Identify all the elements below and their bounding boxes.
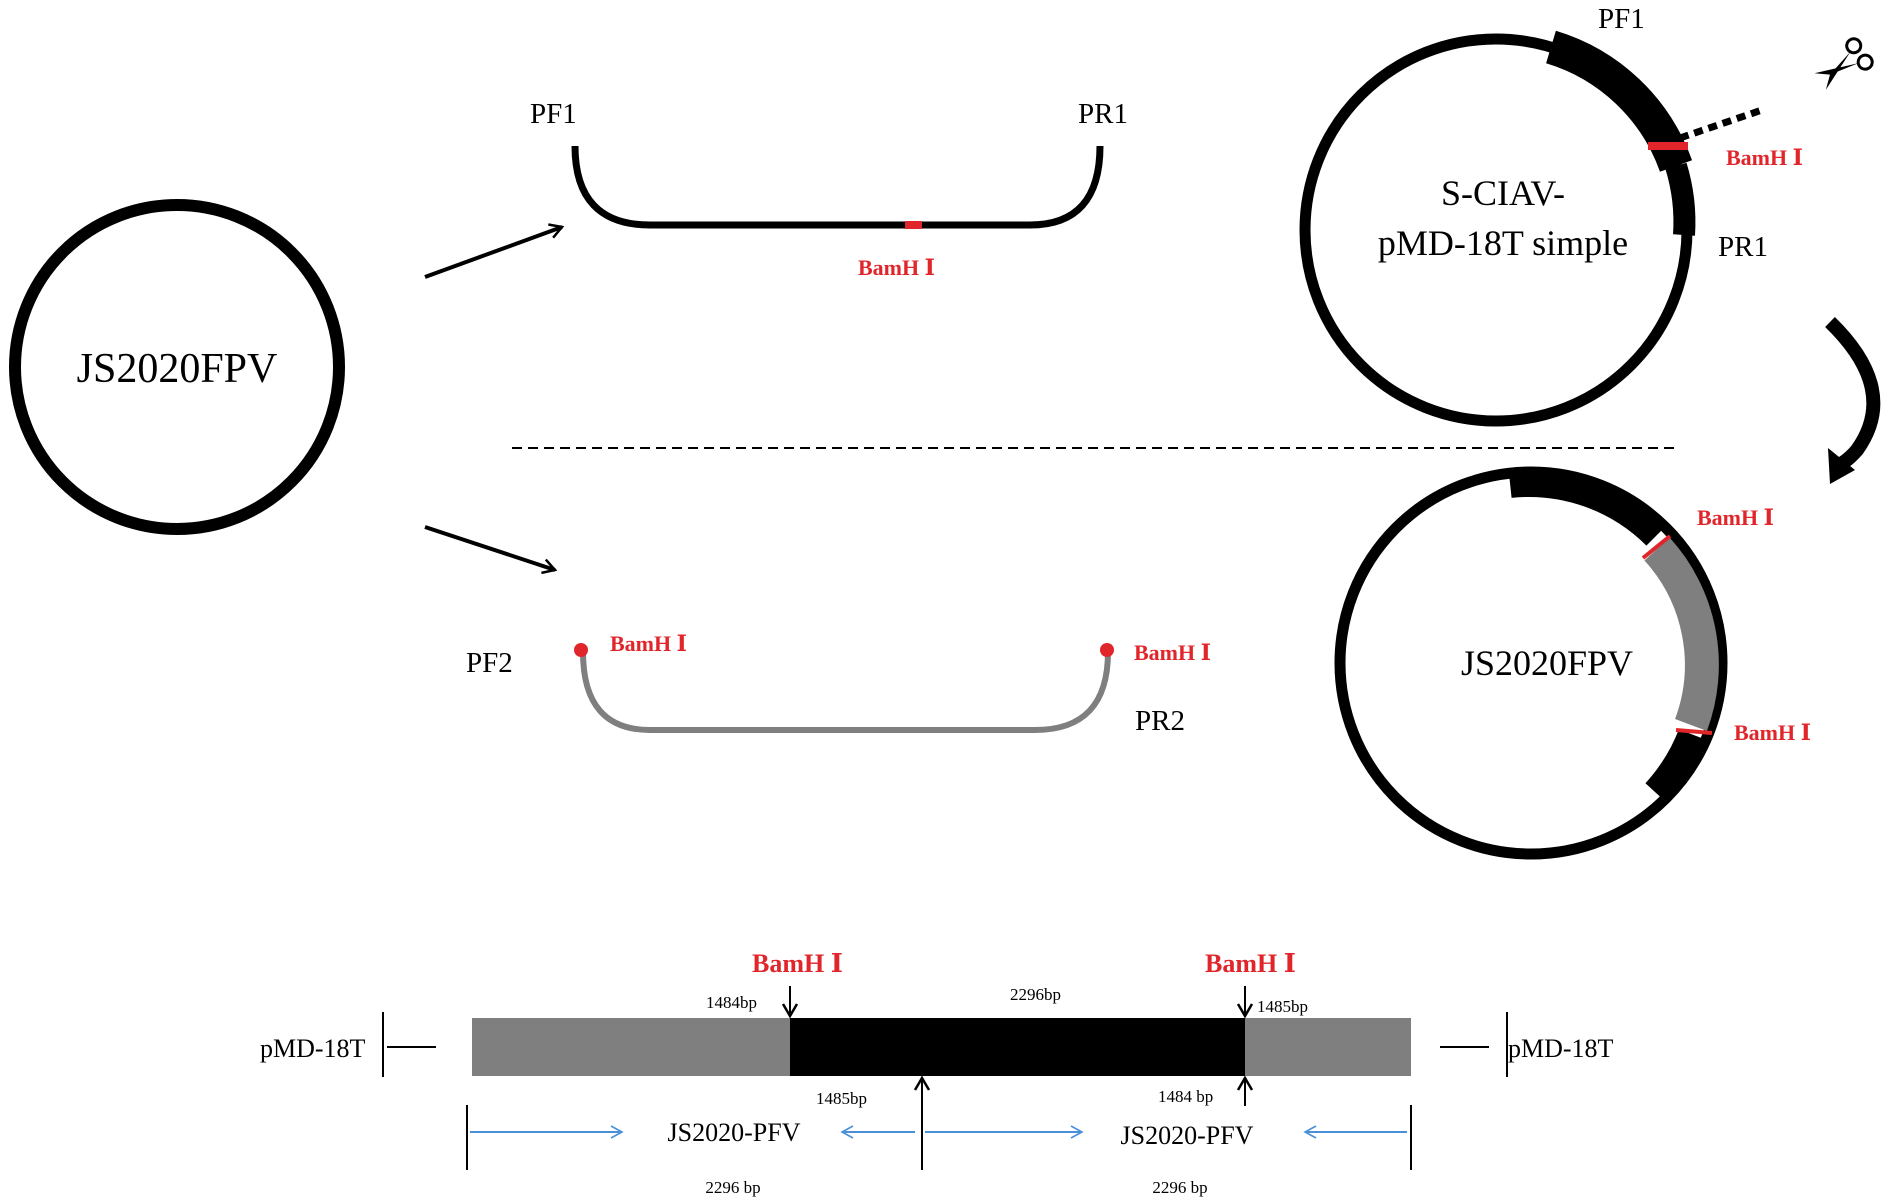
map-vector-right-label: pMD-18T	[1508, 1034, 1614, 1063]
plasmid2-bottom-site: BamH Ⅰ	[1734, 720, 1811, 745]
plasmid1-site-label: BamH Ⅰ	[1726, 145, 1803, 170]
virus-genome-circle	[9, 199, 345, 535]
bottom-fragment-left-primer: PF2	[466, 647, 513, 679]
plasmid2-bamhi-top	[1641, 534, 1672, 560]
map-site-left-label: BamH Ⅰ	[752, 949, 843, 978]
plasmid1-insert-arc-lower	[1665, 162, 1696, 236]
map-pos-top-mid: 2296bp	[1010, 985, 1061, 1004]
bottom-fragment-left-end	[574, 643, 588, 657]
arrow-to-top-fragment	[424, 223, 565, 279]
bottom-fragment-right-end	[1100, 643, 1114, 657]
map-length-left: 2296 bp	[705, 1178, 760, 1197]
plasmid1-name-line1: S-CIAV-	[1441, 173, 1565, 213]
map-site-right-label: BamH Ⅰ	[1205, 949, 1296, 978]
map-segment-black	[790, 1018, 1245, 1076]
map-vector-left-label: pMD-18T	[260, 1034, 366, 1063]
map-pos-top-left: 1484bp	[706, 993, 757, 1012]
scissors-icon	[1814, 37, 1874, 90]
top-fragment-site-label: BamH Ⅰ	[858, 255, 935, 280]
map-pos-bottom-right: 1484 bp	[1158, 1087, 1213, 1106]
plasmid1-name-line2: pMD-18T simple	[1378, 223, 1628, 263]
plasmid1-cut-line	[1678, 106, 1764, 142]
virus-label: JS2020FPV	[77, 346, 278, 392]
plasmid2-top-site: BamH Ⅰ	[1697, 505, 1774, 530]
plasmid1-top-primer: PF1	[1598, 3, 1645, 35]
map-segment-left-label: JS2020-PFV	[668, 1118, 801, 1147]
top-fragment-right-primer: PR1	[1078, 98, 1128, 130]
plasmid2-insert-top	[1508, 467, 1668, 546]
top-fragment-left-primer: PF1	[530, 98, 577, 130]
bottom-fragment-left-site: BamH Ⅰ	[610, 631, 687, 656]
map-segment-left-gray	[472, 1018, 790, 1076]
curved-transition-arrow	[1825, 316, 1881, 475]
curved-transition-arrowhead	[1828, 448, 1855, 484]
map-segment-right-gray	[1245, 1018, 1411, 1076]
plasmid2-bamhi-bottom	[1675, 728, 1713, 735]
bottom-pcr-fragment	[580, 651, 1111, 733]
map-segment-right-label: JS2020-PFV	[1121, 1121, 1254, 1150]
plasmid2-name: JS2020FPV	[1461, 643, 1633, 683]
map-pos-bottom-left: 1485bp	[816, 1089, 867, 1108]
arrow-to-bottom-fragment	[424, 525, 558, 575]
plasmid1-bottom-primer: PR1	[1718, 231, 1768, 263]
map-length-right: 2296 bp	[1152, 1178, 1207, 1197]
plasmid2-insert-bottom	[1645, 729, 1704, 801]
top-pcr-fragment	[571, 145, 1104, 229]
map-pos-top-right: 1485bp	[1257, 997, 1308, 1016]
plasmid2-fpv-insert	[1644, 537, 1719, 731]
bottom-fragment-right-site: BamH Ⅰ	[1134, 640, 1211, 665]
bottom-fragment-right-primer: PR2	[1135, 705, 1185, 737]
